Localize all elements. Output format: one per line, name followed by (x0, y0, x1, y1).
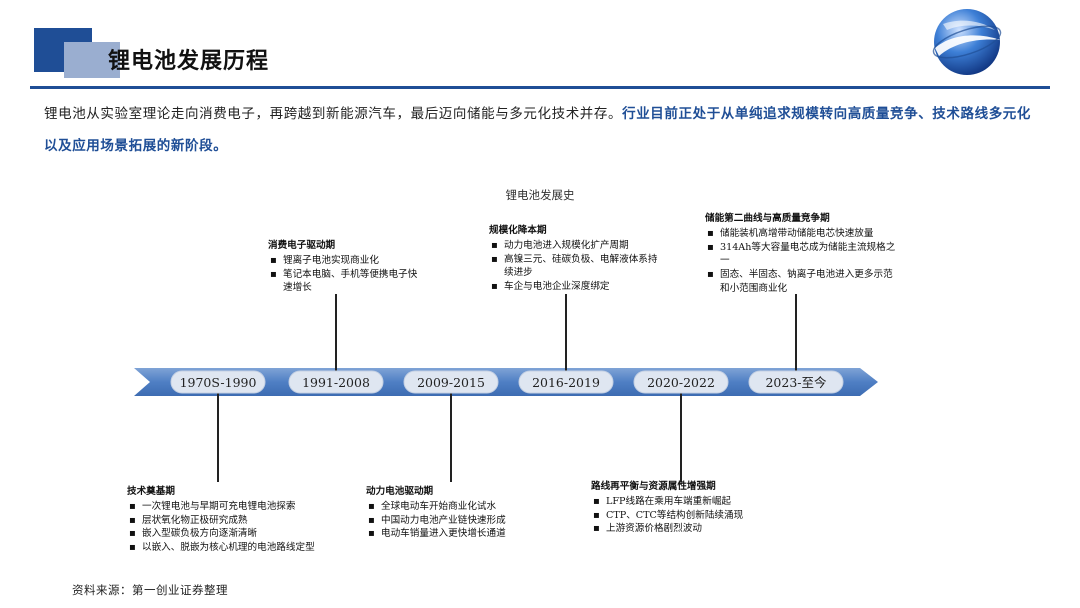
era-pill-1970s-1990: 1970S-1990 (170, 370, 266, 394)
source-note: 资料来源：第一创业证券整理 (72, 583, 228, 597)
phase-item: 笔记本电脑、手机等便携电子快速增长 (268, 268, 418, 296)
header-accent-light (64, 42, 120, 78)
phase-power-battery: 动力电池驱动期 全球电动车开始商业化试水 中国动力电池产业链快速形成 电动车销量… (366, 485, 551, 541)
era-pill-1991-2008: 1991-2008 (288, 370, 384, 394)
page-title: 锂电池发展历程 (108, 49, 270, 74)
header-divider (30, 86, 1050, 89)
phase-title: 消费电子驱动期 (268, 240, 336, 251)
phase-item: 层状氧化物正极研究成熟 (127, 514, 327, 528)
phase-title: 规模化降本期 (489, 225, 547, 236)
phase-item: 电动车销量进入更快增长通道 (366, 527, 551, 541)
era-label: 1970S-1990 (180, 375, 257, 390)
intro-highlight: 行业目前正处于从单纯追求规模转向高质量竞争、技术路线多元化以及应用场景拓展的新阶… (44, 106, 1032, 154)
phase-item: 全球电动车开始商业化试水 (366, 500, 551, 514)
phase-scale-cost-reduction: 规模化降本期 动力电池进入规模化扩产周期 高镍三元、硅碳负极、电解液体系持续进步… (489, 224, 659, 294)
era-label: 2016-2019 (532, 375, 600, 390)
phase-title: 路线再平衡与资源属性增强期 (591, 481, 716, 492)
phase-item: CTP、CTC等结构创新陆续涌现 (591, 509, 791, 523)
phase-item: 314Ah等大容量电芯成为储能主流规格之一 (705, 241, 900, 269)
phase-item: 储能装机高增带动储能电芯快速放量 (705, 227, 900, 241)
phase-item: 上游资源价格剧烈波动 (591, 522, 791, 536)
phase-item: 固态、半固态、钠离子电池进入更多示范和小范围商业化 (705, 268, 900, 296)
phase-item: 高镍三元、硅碳负极、电解液体系持续进步 (489, 253, 659, 281)
phase-item: 动力电池进入规模化扩产周期 (489, 239, 659, 253)
phase-title: 储能第二曲线与高质量竞争期 (705, 213, 830, 224)
era-label: 1991-2008 (302, 375, 370, 390)
era-pill-2016-2019: 2016-2019 (518, 370, 614, 394)
intro-paragraph: 锂电池从实验室理论走向消费电子，再跨越到新能源汽车，最后迈向储能与多元化技术并存… (44, 98, 1044, 162)
era-pill-2023: 2023-至今 (748, 370, 844, 394)
phase-title: 动力电池驱动期 (366, 486, 434, 497)
phase-item: LFP线路在乘用车端重新崛起 (591, 495, 791, 509)
phase-item: 锂离子电池实现商业化 (268, 254, 418, 268)
globe-logo-icon (932, 9, 1002, 75)
timeline-title: 锂电池发展史 (505, 188, 575, 202)
phase-item: 一次锂电池与早期可充电锂电池探索 (127, 500, 327, 514)
phase-item: 嵌入型碳负极方向逐渐清晰 (127, 527, 327, 541)
era-label: 2023-至今 (765, 375, 827, 390)
phase-item: 车企与电池企业深度绑定 (489, 280, 659, 294)
phase-technology-foundation: 技术奠基期 一次锂电池与早期可充电锂电池探索 层状氧化物正极研究成熟 嵌入型碳负… (127, 485, 327, 555)
era-label: 2020-2022 (647, 375, 715, 390)
phase-item: 中国动力电池产业链快速形成 (366, 514, 551, 528)
era-label: 2009-2015 (417, 375, 485, 390)
phase-consumer-electronics: 消费电子驱动期 锂离子电池实现商业化 笔记本电脑、手机等便携电子快速增长 (268, 239, 418, 295)
phase-route-rebalance: 路线再平衡与资源属性增强期 LFP线路在乘用车端重新崛起 CTP、CTC等结构创… (591, 480, 791, 536)
phase-energy-storage: 储能第二曲线与高质量竞争期 储能装机高增带动储能电芯快速放量 314Ah等大容量… (705, 212, 900, 296)
era-pill-2020-2022: 2020-2022 (633, 370, 729, 394)
phase-title: 技术奠基期 (127, 486, 175, 497)
phase-item: 以嵌入、脱嵌为核心机理的电池路线定型 (127, 541, 327, 555)
era-pill-2009-2015: 2009-2015 (403, 370, 499, 394)
intro-text: 锂电池从实验室理论走向消费电子，再跨越到新能源汽车，最后迈向储能与多元化技术并存… (44, 106, 623, 122)
